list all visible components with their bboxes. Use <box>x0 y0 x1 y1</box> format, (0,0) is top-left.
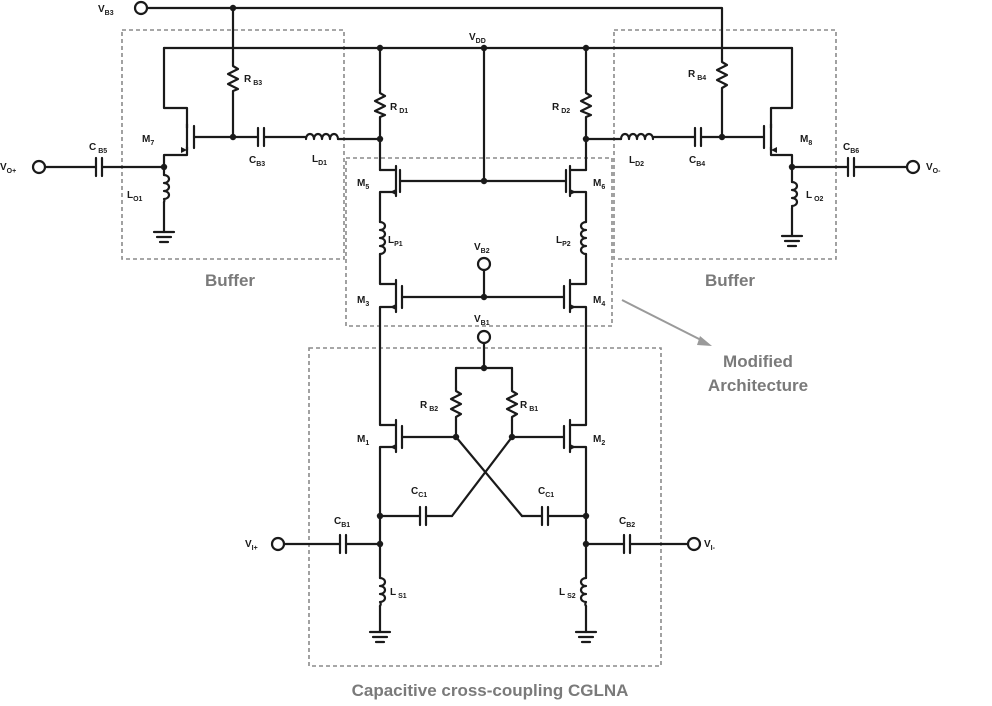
transistor-m3 <box>390 278 404 314</box>
label-cc1-left: CC1 <box>411 486 427 499</box>
ground-lo2 <box>780 234 804 248</box>
resistor-rd2 <box>579 88 593 120</box>
inductor-ld1 <box>304 132 340 141</box>
transistor-m7 <box>181 122 196 153</box>
inductor-lo1 <box>162 173 171 204</box>
inductor-ls1 <box>378 576 387 608</box>
resistor-rd1 <box>373 88 387 120</box>
cglna-caption: Capacitive cross-coupling CGLNA <box>352 681 629 700</box>
modified-architecture-caption-2: Architecture <box>708 376 808 395</box>
inductor-ld2 <box>619 132 655 141</box>
terminal-vb1 <box>476 329 492 345</box>
label-m6: M6 <box>593 178 605 191</box>
label-vi-plus: VI+ <box>245 539 258 552</box>
label-m7: M7 <box>142 134 154 147</box>
buffer-left-caption: Buffer <box>205 271 255 290</box>
pointer-arrow <box>621 299 712 346</box>
transistor-m1 <box>390 418 404 454</box>
label-m8: M8 <box>800 134 812 147</box>
resistor-rb1 <box>505 386 519 422</box>
label-vb1: VB1 <box>474 314 490 327</box>
transistor-m5 <box>390 164 402 198</box>
modified-architecture-box <box>345 157 613 327</box>
resistor-rb4 <box>715 56 729 94</box>
inductor-lo2 <box>790 180 799 210</box>
label-lo1: LO1 <box>127 190 143 203</box>
label-ld1: LD1 <box>312 154 327 167</box>
label-cb6: CB6 <box>843 142 859 155</box>
ground-ls1 <box>368 630 392 644</box>
capacitor-cb5 <box>94 156 104 178</box>
label-vb2: VB2 <box>474 242 490 255</box>
capacitor-cb3 <box>256 126 266 148</box>
terminal-vb3 <box>133 0 149 16</box>
inductor-lp1 <box>378 220 387 256</box>
label-m3: M3 <box>357 295 369 308</box>
ground-ls2 <box>574 630 598 644</box>
label-vi-minus: VI- <box>704 539 716 552</box>
terminal-vo-plus <box>31 159 47 175</box>
label-m1: M1 <box>357 434 369 447</box>
capacitor-cb1 <box>338 533 348 555</box>
inductor-lp2 <box>579 220 588 256</box>
transistor-m6 <box>564 164 576 198</box>
modified-architecture-caption-1: Modified <box>723 352 793 371</box>
label-cb1: CB1 <box>334 516 350 529</box>
label-lp2: LP2 <box>556 235 571 248</box>
capacitor-cb6 <box>846 156 856 178</box>
transistor-m8 <box>762 122 777 153</box>
label-vdd: VDD <box>469 32 486 45</box>
inductor-ls2 <box>579 576 588 608</box>
label-cb2: CB2 <box>619 516 635 529</box>
buffer-left-box <box>121 29 345 260</box>
buffer-right-caption: Buffer <box>705 271 755 290</box>
label-ld2: LD2 <box>629 155 644 168</box>
capacitor-cc1-left <box>418 505 428 527</box>
label-m2: M2 <box>593 434 605 447</box>
label-cc1-right: CC1 <box>538 486 554 499</box>
transistor-m4 <box>562 278 576 314</box>
label-vo-minus: VO- <box>926 162 941 175</box>
capacitor-cb2 <box>622 533 632 555</box>
buffer-right-box <box>613 29 837 260</box>
capacitor-cb4 <box>693 126 703 148</box>
label-cb4: CB4 <box>689 155 705 168</box>
terminal-vb2 <box>476 256 492 272</box>
resistor-rb3 <box>226 60 240 96</box>
label-vo-plus: VO+ <box>0 162 16 175</box>
label-vb3: VB3 <box>98 4 114 17</box>
resistor-rb2 <box>449 386 463 422</box>
terminal-vo-minus <box>905 159 921 175</box>
terminal-vi-plus <box>270 536 286 552</box>
label-cb3: CB3 <box>249 155 265 168</box>
cglna-box <box>308 347 662 667</box>
label-lp1: LP1 <box>388 235 403 248</box>
junction-dots <box>160 4 796 548</box>
terminal-vi-minus <box>686 536 702 552</box>
label-m4: M4 <box>593 295 605 308</box>
label-m5: M5 <box>357 178 369 191</box>
ground-lo1 <box>152 230 176 244</box>
capacitor-cc1-right <box>540 505 550 527</box>
transistor-m2 <box>562 418 576 454</box>
